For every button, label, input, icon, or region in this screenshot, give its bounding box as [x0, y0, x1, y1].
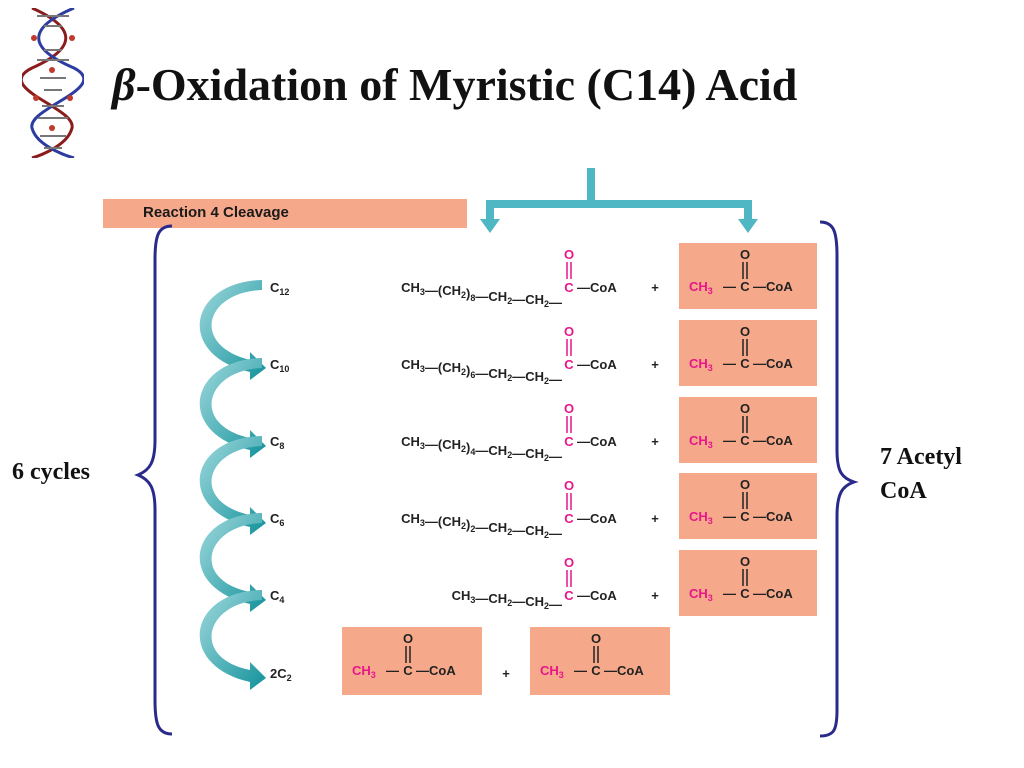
cycle-arrow-3: [199, 436, 266, 535]
acetyl-count-line2: CoA: [880, 478, 927, 504]
acetyl-bond: —: [723, 356, 736, 371]
plus-sign: +: [651, 280, 659, 295]
carbonyl-oxygen: O: [564, 555, 574, 570]
cycles-text: 6 cycles: [12, 459, 90, 485]
page-title: β-Oxidation of Myristic (C14) Acid: [112, 58, 797, 111]
acetyl-count-line1: 7 Acetyl: [880, 444, 962, 470]
acetyl-methyl: CH3: [540, 663, 564, 680]
acetyl-oxygen: O: [403, 631, 413, 646]
acetyl-carbon: C: [740, 356, 750, 371]
acetyl-methyl: CH3: [352, 663, 376, 680]
reaction-banner: Reaction 4 Cleavage: [103, 199, 467, 228]
banner-label: Reaction 4 Cleavage: [143, 204, 289, 221]
acetyl-coa-text: —CoA: [753, 586, 793, 601]
cycle-arrow-4: [199, 513, 266, 612]
acetyl-bond: —: [723, 279, 736, 294]
acetyl-oxygen: O: [591, 631, 601, 646]
acetyl-coa-box-1: [679, 243, 817, 309]
connector-arrows: [480, 168, 758, 233]
acetyl-bond: —: [723, 586, 736, 601]
cycles-label: 6 cycles: [12, 455, 90, 489]
carbon-count-label: C12: [270, 280, 289, 297]
acetyl-carbon: C: [740, 433, 750, 448]
plus-sign: +: [651, 434, 659, 449]
acyl-chain: CH3—CH2—CH2—: [452, 588, 562, 612]
acyl-chain: CH3—(CH2)6—CH2—CH2—: [401, 357, 562, 387]
coa-label: —CoA: [577, 280, 617, 295]
acetyl-carbon: C: [740, 586, 750, 601]
acetyl-carbon: C: [740, 509, 750, 524]
acyl-chain: CH3—(CH2)4—CH2—CH2—: [401, 434, 562, 464]
beta-symbol: β: [112, 59, 136, 110]
acetyl-coa-box-2: [679, 320, 817, 386]
acetyl-oxygen: O: [740, 247, 750, 262]
carbonyl-carbon: C: [564, 357, 574, 372]
dna-helix-logo: [22, 8, 84, 158]
carbonyl-carbon: C: [564, 434, 574, 449]
coa-label: —CoA: [577, 511, 617, 526]
plus-sign: +: [651, 357, 659, 372]
acetyl-coa-box-7: [530, 627, 670, 695]
coa-label: —CoA: [577, 588, 617, 603]
acetyl-coa-count-label: 7 Acetyl CoA: [880, 440, 962, 508]
acetyl-coa-text: —CoA: [753, 433, 793, 448]
carbon-count-label: C8: [270, 434, 284, 451]
acyl-chain: CH3—(CH2)2—CH2—CH2—: [401, 511, 562, 541]
acetyl-oxygen: O: [740, 477, 750, 492]
carbonyl-oxygen: O: [564, 478, 574, 493]
acetyl-coa-text: —CoA: [604, 663, 644, 678]
acetyl-coa-box-6: [342, 627, 482, 695]
carbonyl-oxygen: O: [564, 247, 574, 262]
acetyl-bond: —: [386, 663, 399, 678]
acetyl-coa-text: —CoA: [416, 663, 456, 678]
coa-label: —CoA: [577, 357, 617, 372]
acetyl-coa-text: —CoA: [753, 356, 793, 371]
cycle-arrow-2: [199, 358, 266, 458]
acetyl-coa-labels: CH3 — C O —CoA CH3 — C O —CoA CH3 — C O —CoA CH3 — C O —CoA…: [352, 247, 793, 681]
carbon-count-label: C4: [270, 588, 284, 605]
carbonyl-carbon: C: [564, 280, 574, 295]
bottom-plus-sign: +: [502, 666, 510, 681]
carbonyl-carbon: C: [564, 511, 574, 526]
acetyl-bond: —: [723, 433, 736, 448]
acetyl-coa-text: —CoA: [753, 509, 793, 524]
acetyl-oxygen: O: [740, 324, 750, 339]
acetyl-oxygen: O: [740, 554, 750, 569]
carbonyl-oxygen: O: [564, 401, 574, 416]
acetyl-methyl: CH3: [689, 279, 713, 296]
carbon-count-label: C10: [270, 357, 289, 374]
acetyl-coa-text: —CoA: [753, 279, 793, 294]
acetyl-oxygen: O: [740, 401, 750, 416]
acetyl-bond: —: [723, 509, 736, 524]
acetyl-methyl: CH3: [689, 586, 713, 603]
acetyl-coa-box-3: [679, 397, 817, 463]
cycle-arrow-5: [199, 590, 266, 690]
carbon-count-label: 2C2: [270, 666, 292, 683]
plus-sign: +: [651, 511, 659, 526]
acetyl-methyl: CH3: [689, 356, 713, 373]
cycle-arrow-1: [199, 280, 266, 380]
acetyl-carbon: C: [403, 663, 413, 678]
title-text: -Oxidation of Myristic (C14) Acid: [135, 59, 798, 110]
acetyl-coa-box-5: [679, 550, 817, 616]
carbon-count-label: C6: [270, 511, 284, 528]
cycle-arrows: [199, 280, 266, 690]
acyl-chain: CH3—(CH2)8—CH2—CH2—: [401, 280, 562, 310]
acetyl-coa-box-4: [679, 473, 817, 539]
acetyl-bond: —: [574, 663, 587, 678]
left-brace: [134, 224, 173, 736]
acetyl-methyl: CH3: [689, 509, 713, 526]
right-brace: [819, 220, 859, 738]
acetyl-carbon: C: [591, 663, 601, 678]
plus-sign: +: [651, 588, 659, 603]
acetyl-methyl: CH3: [689, 433, 713, 450]
carbonyl-carbon: C: [564, 588, 574, 603]
coa-label: —CoA: [577, 434, 617, 449]
acetyl-carbon: C: [740, 279, 750, 294]
carbonyl-oxygen: O: [564, 324, 574, 339]
